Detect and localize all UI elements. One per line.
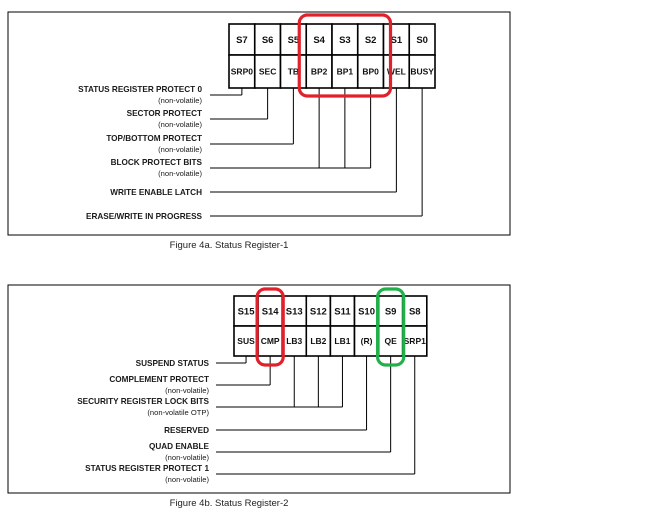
highlight-outline [255,287,285,367]
bit-number: S13 [286,307,303,318]
highlight-outline [376,287,406,367]
bit-cell [233,295,259,327]
field-sublabel: (non-volatile) [165,453,209,462]
figure-caption: Figure 4a. Status Register-1 [170,240,289,251]
bit-number: S2 [365,35,377,46]
field-label: COMPLEMENT PROTECT [109,375,209,384]
bit-name: SRP1 [404,336,426,346]
bit-number: S9 [385,307,397,318]
bit-name: BP2 [311,67,328,77]
bit-number: S14 [262,307,280,318]
field-sublabel: (non-volatile) [165,475,209,484]
field-1: STATUS REGISTER PROTECT 0 (non-volatile) [78,85,243,105]
figure-frame [7,11,511,236]
bit-number: S6 [262,35,274,46]
bit-number: S11 [334,307,351,318]
bit-name: QE [385,336,398,346]
figure-frame [7,284,511,494]
field-2: SECTOR PROTECT (non-volatile) [127,88,269,129]
bit-name: LB1 [334,336,350,346]
field-label: WRITE ENABLE LATCH [110,188,202,197]
bit-name: SRP0 [231,67,253,77]
bit-name: SEC [259,67,276,77]
bit-name: BP1 [337,67,354,77]
field-2: COMPLEMENT PROTECT (non-volatile) [109,356,271,395]
bit-number: S3 [339,35,351,46]
bit-number: S8 [409,307,421,318]
field-5: QUAD ENABLE (non-volatile) [149,356,392,462]
field-3: SECURITY REGISTER LOCK BITS (non-volatile… [77,356,343,417]
field-sublabel: (non-volatile) [165,386,209,395]
bit-cell [356,23,385,56]
field-3: TOP/BOTTOM PROTECT (non-volatile) [106,88,294,154]
field-label: TOP/BOTTOM PROTECT [106,134,202,143]
bit-name: (R) [361,336,373,346]
field-label: ERASE/WRITE IN PROGRESS [86,212,203,221]
bit-name-cell [257,325,284,357]
field-1: SUSPEND STATUS [136,356,247,368]
field-label: STATUS REGISTER PROTECT 1 [85,464,209,473]
bit-name-cell [382,54,411,89]
highlight-outline [297,13,393,98]
bit-number: S10 [358,307,375,318]
bit-name: BUSY [410,67,434,77]
bit-number: S1 [391,35,403,46]
field-label: STATUS REGISTER PROTECT 0 [78,85,202,94]
field-sublabel: (non-volatile OTP) [147,408,209,417]
field-5: WRITE ENABLE LATCH [110,88,397,197]
bit-number: S7 [236,35,248,46]
bit-cell [305,23,333,56]
bit-number: S12 [310,307,327,318]
field-label: SUSPEND STATUS [136,359,210,368]
bit-name-cell [253,54,282,89]
field-label: SECURITY REGISTER LOCK BITS [77,397,209,406]
bit-number: S15 [238,307,256,318]
field-label: BLOCK PROTECT BITS [111,158,203,167]
bit-name: CMP [261,336,280,346]
bit-name: SUS [237,336,255,346]
field-4: RESERVED [164,356,368,435]
bit-cell [408,23,436,56]
field-sublabel: (non-volatile) [158,120,202,129]
bit-cell [331,23,359,56]
bit-number: S0 [416,35,428,46]
field-6: ERASE/WRITE IN PROGRESS [86,88,423,221]
bit-name-cell [281,325,308,357]
field-4: BLOCK PROTECT BITS (non-volatile) [111,88,372,178]
field-sublabel: (non-volatile) [158,169,202,178]
figure-caption: Figure 4b. Status Register-2 [170,498,289,509]
bit-name: BP0 [362,67,379,77]
field-6: STATUS REGISTER PROTECT 1 (non-volatile) [85,356,416,484]
bit-name-cell [279,54,308,89]
bit-name: LB3 [286,336,302,346]
bit-cell [329,295,356,327]
field-label: QUAD ENABLE [149,442,210,451]
bit-number: S4 [313,35,325,46]
field-label: RESERVED [164,426,209,435]
field-sublabel: (non-volatile) [158,145,202,154]
bit-name: WEL [387,67,406,77]
bit-number: S5 [288,35,300,46]
bit-cell [257,295,284,327]
field-label: SECTOR PROTECT [127,109,202,118]
bit-name: TB [288,67,299,77]
bit-cell [382,23,411,56]
bit-name: LB2 [310,336,326,346]
field-sublabel: (non-volatile) [158,96,202,105]
